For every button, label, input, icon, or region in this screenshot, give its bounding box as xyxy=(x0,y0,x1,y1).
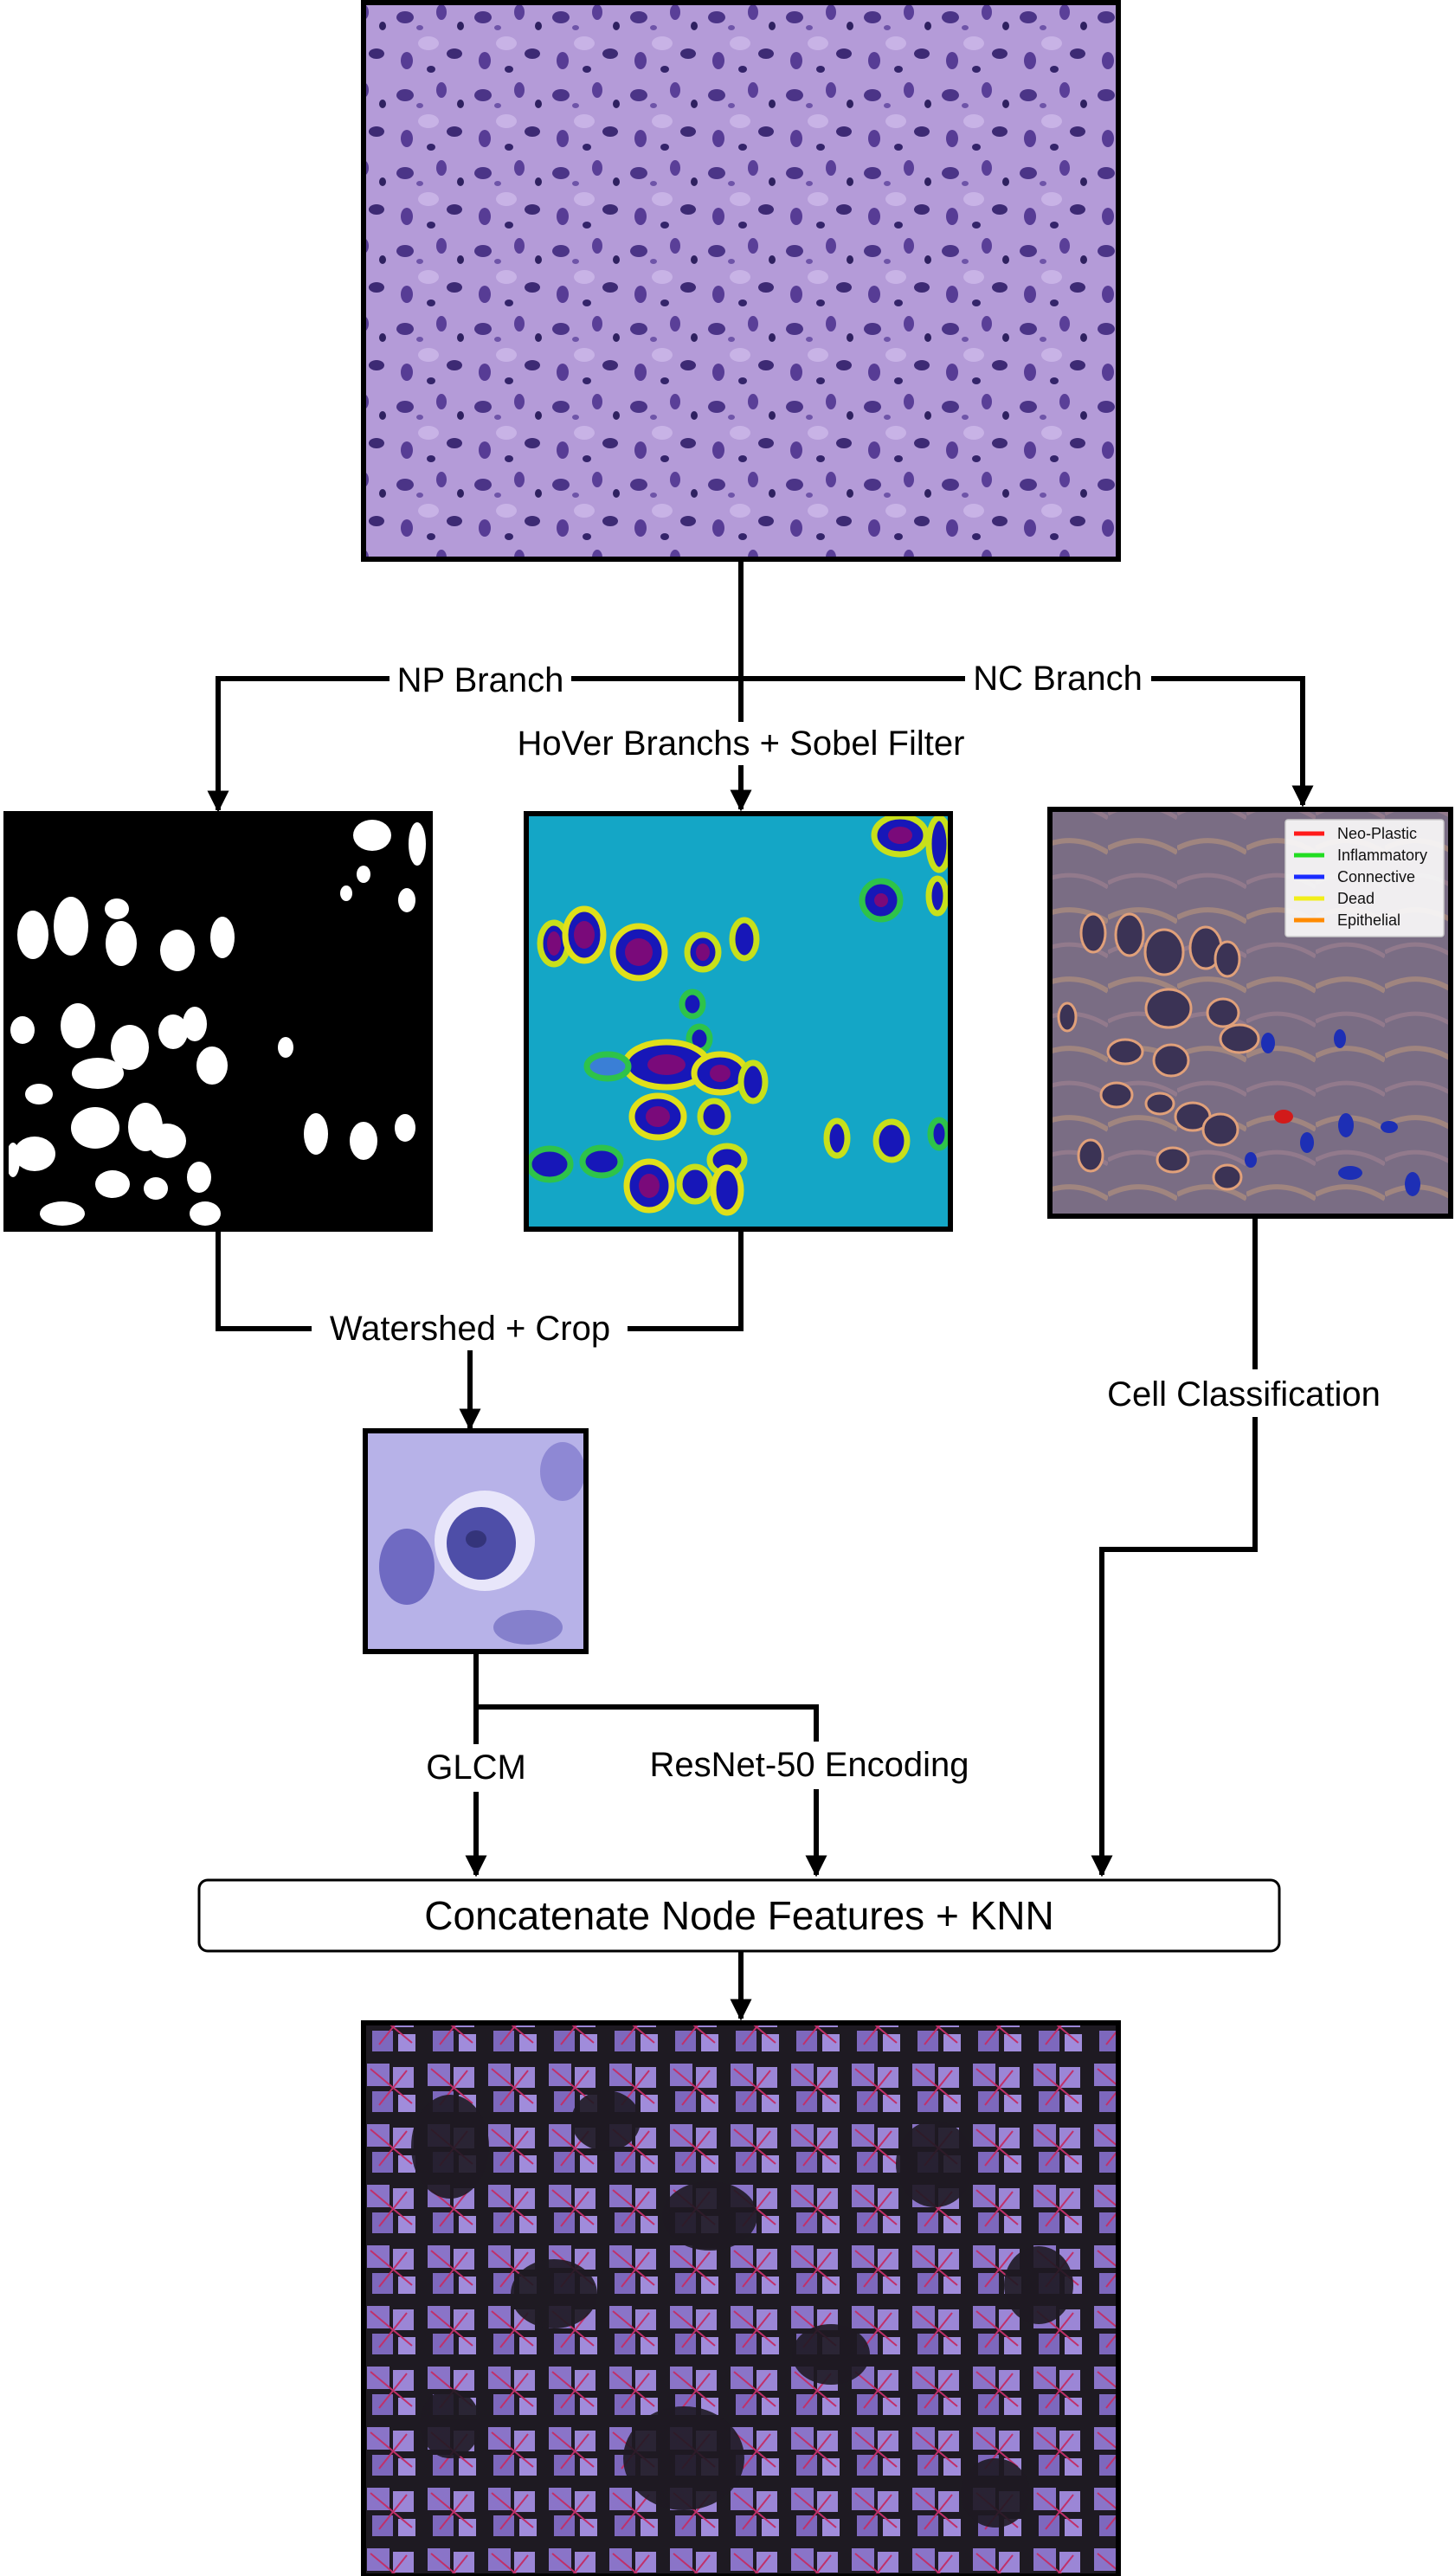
glcm-label: GLCM xyxy=(426,1748,526,1787)
cell-classification-label: Cell Classification xyxy=(1107,1375,1381,1414)
watershed-crop-label: Watershed + Crop xyxy=(330,1310,610,1348)
hover-branch-label: HoVer Branchs + Sobel Filter xyxy=(518,724,965,763)
legend-item-connective: Connective xyxy=(1294,868,1415,886)
svg-text:Dead: Dead xyxy=(1337,890,1375,907)
concatenate-knn-box: Concatenate Node Features + KNN xyxy=(197,1878,1281,1953)
svg-text:Connective: Connective xyxy=(1337,868,1415,886)
nc-branch-label: NC Branch xyxy=(973,660,1143,698)
concatenate-knn-label: Concatenate Node Features + KNN xyxy=(424,1893,1053,1938)
np-binary-mask xyxy=(3,811,433,1232)
legend-item-epithelial: Epithelial xyxy=(1294,911,1400,929)
resnet-encoding-label: ResNet-50 Encoding xyxy=(649,1746,969,1784)
cropped-cell-image xyxy=(363,1428,589,1654)
class-legend: Neo-Plastic Inflammatory Connective Dead… xyxy=(1284,819,1445,937)
legend-item-dead: Dead xyxy=(1294,890,1375,907)
nc-classification-overlay: Neo-Plastic Inflammatory Connective Dead… xyxy=(1047,807,1453,1219)
svg-text:Neo-Plastic: Neo-Plastic xyxy=(1337,825,1417,842)
cell-graph-output-image xyxy=(361,2020,1121,2576)
cell-classification-connector xyxy=(1091,1216,1258,1877)
hover-gradient-map xyxy=(524,811,953,1232)
np-branch-label: NP Branch xyxy=(397,661,564,699)
legend-item-neo-plastic: Neo-Plastic xyxy=(1294,825,1417,842)
svg-text:Epithelial: Epithelial xyxy=(1337,911,1400,929)
legend-item-inflammatory: Inflammatory xyxy=(1294,847,1427,864)
svg-text:Inflammatory: Inflammatory xyxy=(1337,847,1427,864)
input-tissue-image xyxy=(361,0,1121,562)
